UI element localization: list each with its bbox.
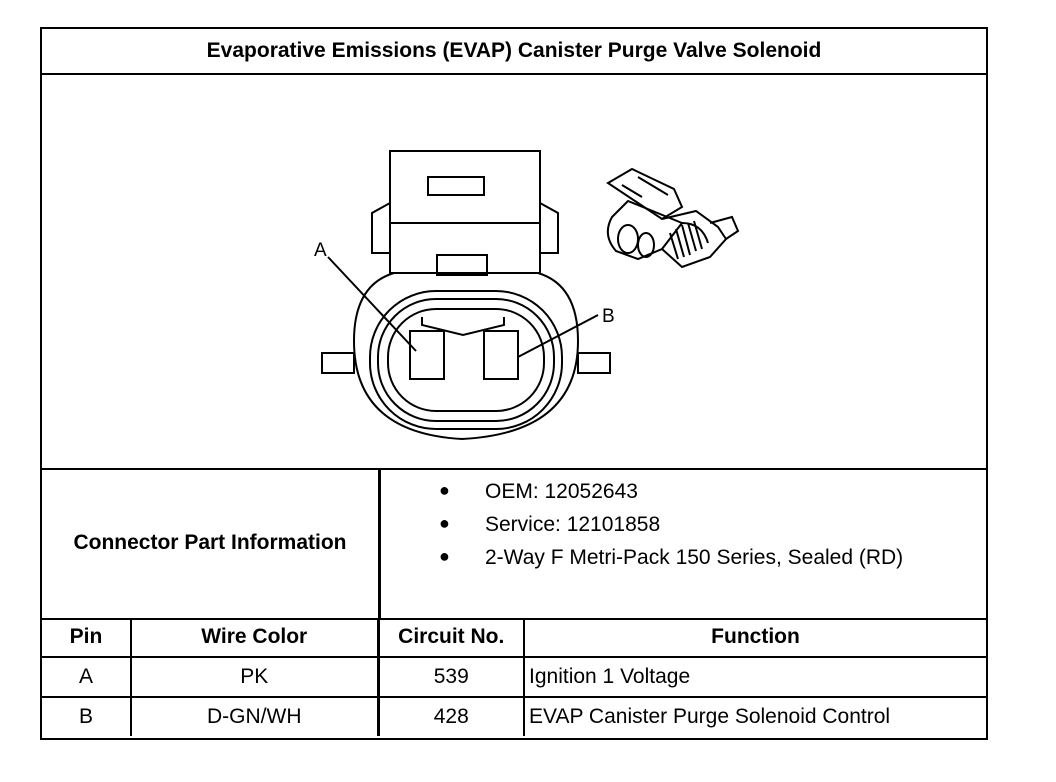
wire-color-cell: PK [130, 656, 380, 698]
table-row: B D-GN/WH 428 EVAP Canister Purge Soleno… [42, 696, 986, 736]
pin-b-cavity [483, 330, 519, 380]
pin-b-callout: B [602, 306, 615, 327]
pin-cell: B [42, 696, 132, 736]
pinout-table: Pin Wire Color Circuit No. Function A PK… [42, 618, 986, 736]
right-ear [577, 352, 611, 374]
seal-ring-inner [387, 308, 545, 412]
pin-b-leader [517, 314, 599, 358]
header-circuit-no: Circuit No. [377, 618, 525, 658]
circuit-no-cell: 428 [377, 696, 525, 736]
housing-neck [389, 223, 541, 274]
right-shoulder [539, 202, 559, 254]
connector-info-list: ● OEM: 12052643 ● Service: 12101858 ● 2-… [381, 468, 986, 618]
lock-tab-housing [389, 150, 541, 224]
connector-description: 2-Way F Metri-Pack 150 Series, Sealed (R… [485, 546, 904, 569]
header-function: Function [523, 618, 986, 658]
bullet-icon: ● [439, 546, 450, 566]
bullet-icon: ● [439, 480, 450, 500]
wire-color-cell: D-GN/WH [130, 696, 380, 736]
pin-a-cavity [409, 330, 445, 380]
circuit-no-cell: 539 [377, 656, 525, 698]
connector-info-label: Connector Part Information [42, 468, 381, 618]
seal-ring-outer [369, 290, 563, 430]
bullet-icon: ● [439, 513, 450, 533]
latch-bump [436, 254, 488, 276]
connector-isometric-icon [606, 167, 740, 269]
service-part-number: Service: 12101858 [485, 513, 661, 536]
table-header-row: Pin Wire Color Circuit No. Function [42, 618, 986, 658]
header-wire-color: Wire Color [130, 618, 380, 658]
seal-ring-middle [377, 298, 555, 422]
header-pin: Pin [42, 618, 132, 658]
connector-outer-body [352, 272, 580, 441]
page-title: Evaporative Emissions (EVAP) Canister Pu… [42, 29, 986, 75]
function-cell: EVAP Canister Purge Solenoid Control [523, 696, 986, 736]
connector-sheet: Evaporative Emissions (EVAP) Canister Pu… [40, 27, 988, 740]
pin-a-leader [327, 256, 417, 352]
pin-a-callout: A [314, 240, 327, 261]
left-ear [321, 352, 355, 374]
connector-part-info: Connector Part Information ● OEM: 120526… [42, 468, 986, 620]
pin-cell: A [42, 656, 132, 698]
left-shoulder [371, 202, 391, 254]
lock-tab-window [427, 176, 485, 196]
function-cell: Ignition 1 Voltage [523, 656, 986, 698]
connector-drawing: A B [42, 73, 986, 470]
connector-face-diagram: A B [314, 150, 740, 441]
oem-part-number: OEM: 12052643 [485, 480, 638, 503]
keying-chevron [421, 317, 505, 337]
table-row: A PK 539 Ignition 1 Voltage [42, 656, 986, 698]
